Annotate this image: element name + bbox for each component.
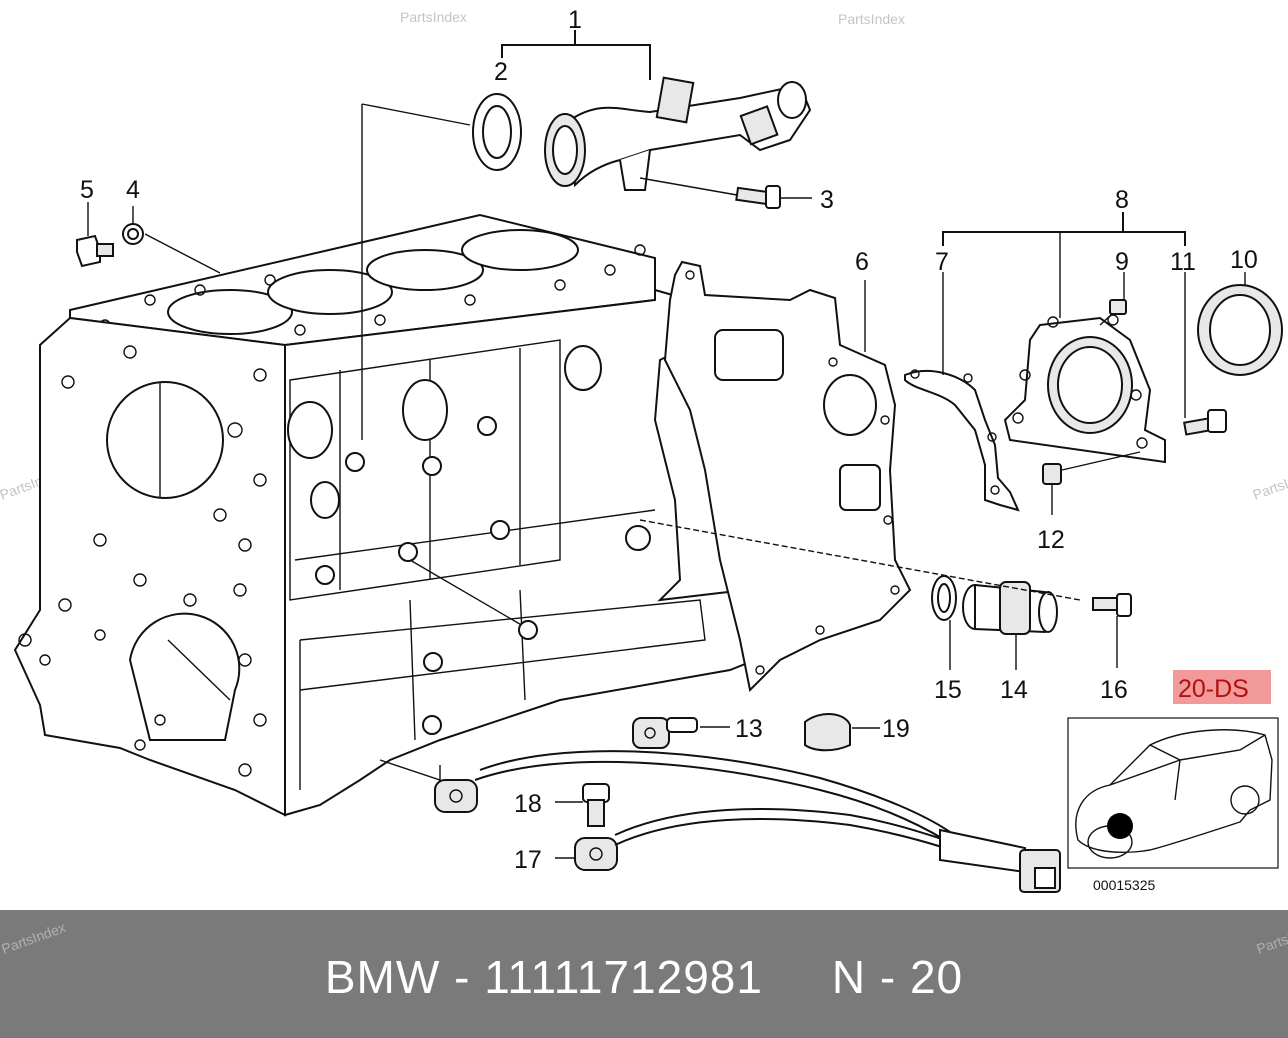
callout-16[interactable]: 16	[1100, 676, 1128, 704]
callout-12[interactable]: 12	[1037, 526, 1065, 554]
callout-17[interactable]: 17	[514, 846, 542, 874]
temperature-sensor[interactable]	[632, 717, 730, 749]
water-flange[interactable]	[639, 519, 1081, 670]
sensor-bolt[interactable]	[555, 783, 610, 827]
parts-diagram: PartsIndex PartsIndex PartsIndex PartsIn…	[0, 6, 1288, 893]
car-locator-thumbnail: 00015325	[1067, 717, 1279, 893]
brand-label: BMW	[324, 951, 441, 1003]
bolt[interactable]	[639, 177, 812, 209]
expansion-plug[interactable]	[804, 713, 880, 752]
callout-8[interactable]: 8	[1115, 186, 1129, 214]
callout-9[interactable]: 9	[1115, 248, 1129, 276]
bolt-small[interactable]	[1099, 272, 1127, 326]
watermark: PartsIndex	[1251, 465, 1288, 503]
knock-sensor[interactable]	[434, 750, 1061, 893]
callout-18[interactable]: 18	[514, 790, 542, 818]
image-number: 00015325	[1093, 877, 1156, 893]
footer-title: BMW - 11111712981 N - 20	[0, 950, 1288, 1004]
dowel-sleeve[interactable]	[1042, 451, 1141, 515]
bolt-long[interactable]	[1183, 272, 1227, 436]
callout-1[interactable]: 1	[568, 6, 582, 34]
diagram-code-badge: 20-DS	[1173, 670, 1271, 704]
callout-13[interactable]: 13	[735, 715, 763, 743]
crankshaft-seal-gasket[interactable]	[904, 272, 1020, 512]
seal-housing[interactable]	[1003, 314, 1166, 464]
o-ring[interactable]	[472, 93, 522, 171]
callout-11[interactable]: 11	[1170, 248, 1196, 276]
coolant-pipe[interactable]	[544, 76, 812, 191]
intermediate-plate[interactable]	[663, 260, 912, 693]
footer-bar: PartsIndex PartsIndex BMW - 11111712981 …	[0, 910, 1288, 1038]
watermark: PartsIndex	[400, 9, 467, 25]
callout-14[interactable]: 14	[1000, 676, 1028, 704]
callout-5[interactable]: 5	[80, 176, 94, 204]
engine-block[interactable]	[13, 213, 757, 817]
watermark: PartsIndex	[838, 11, 905, 27]
diagram-code: 20-DS	[1178, 675, 1249, 703]
screw-plug[interactable]	[76, 202, 114, 268]
callout-19[interactable]: 19	[882, 715, 910, 743]
callout-7[interactable]: 7	[935, 248, 949, 276]
shaft-seal[interactable]	[1197, 272, 1283, 376]
flange-bolt[interactable]	[1092, 593, 1132, 668]
part-number: 11111712981	[484, 951, 763, 1003]
callout-10[interactable]: 10	[1230, 246, 1258, 274]
callout-15[interactable]: 15	[934, 676, 962, 704]
separator: -	[454, 951, 471, 1003]
callout-6[interactable]: 6	[855, 248, 869, 276]
gasket-o-ring[interactable]	[931, 575, 957, 670]
callout-3[interactable]: 3	[820, 186, 834, 214]
gasket-ring[interactable]	[122, 206, 221, 274]
group-label: N - 20	[831, 951, 964, 1003]
callout-2[interactable]: 2	[494, 58, 508, 86]
callout-4[interactable]: 4	[126, 176, 140, 204]
